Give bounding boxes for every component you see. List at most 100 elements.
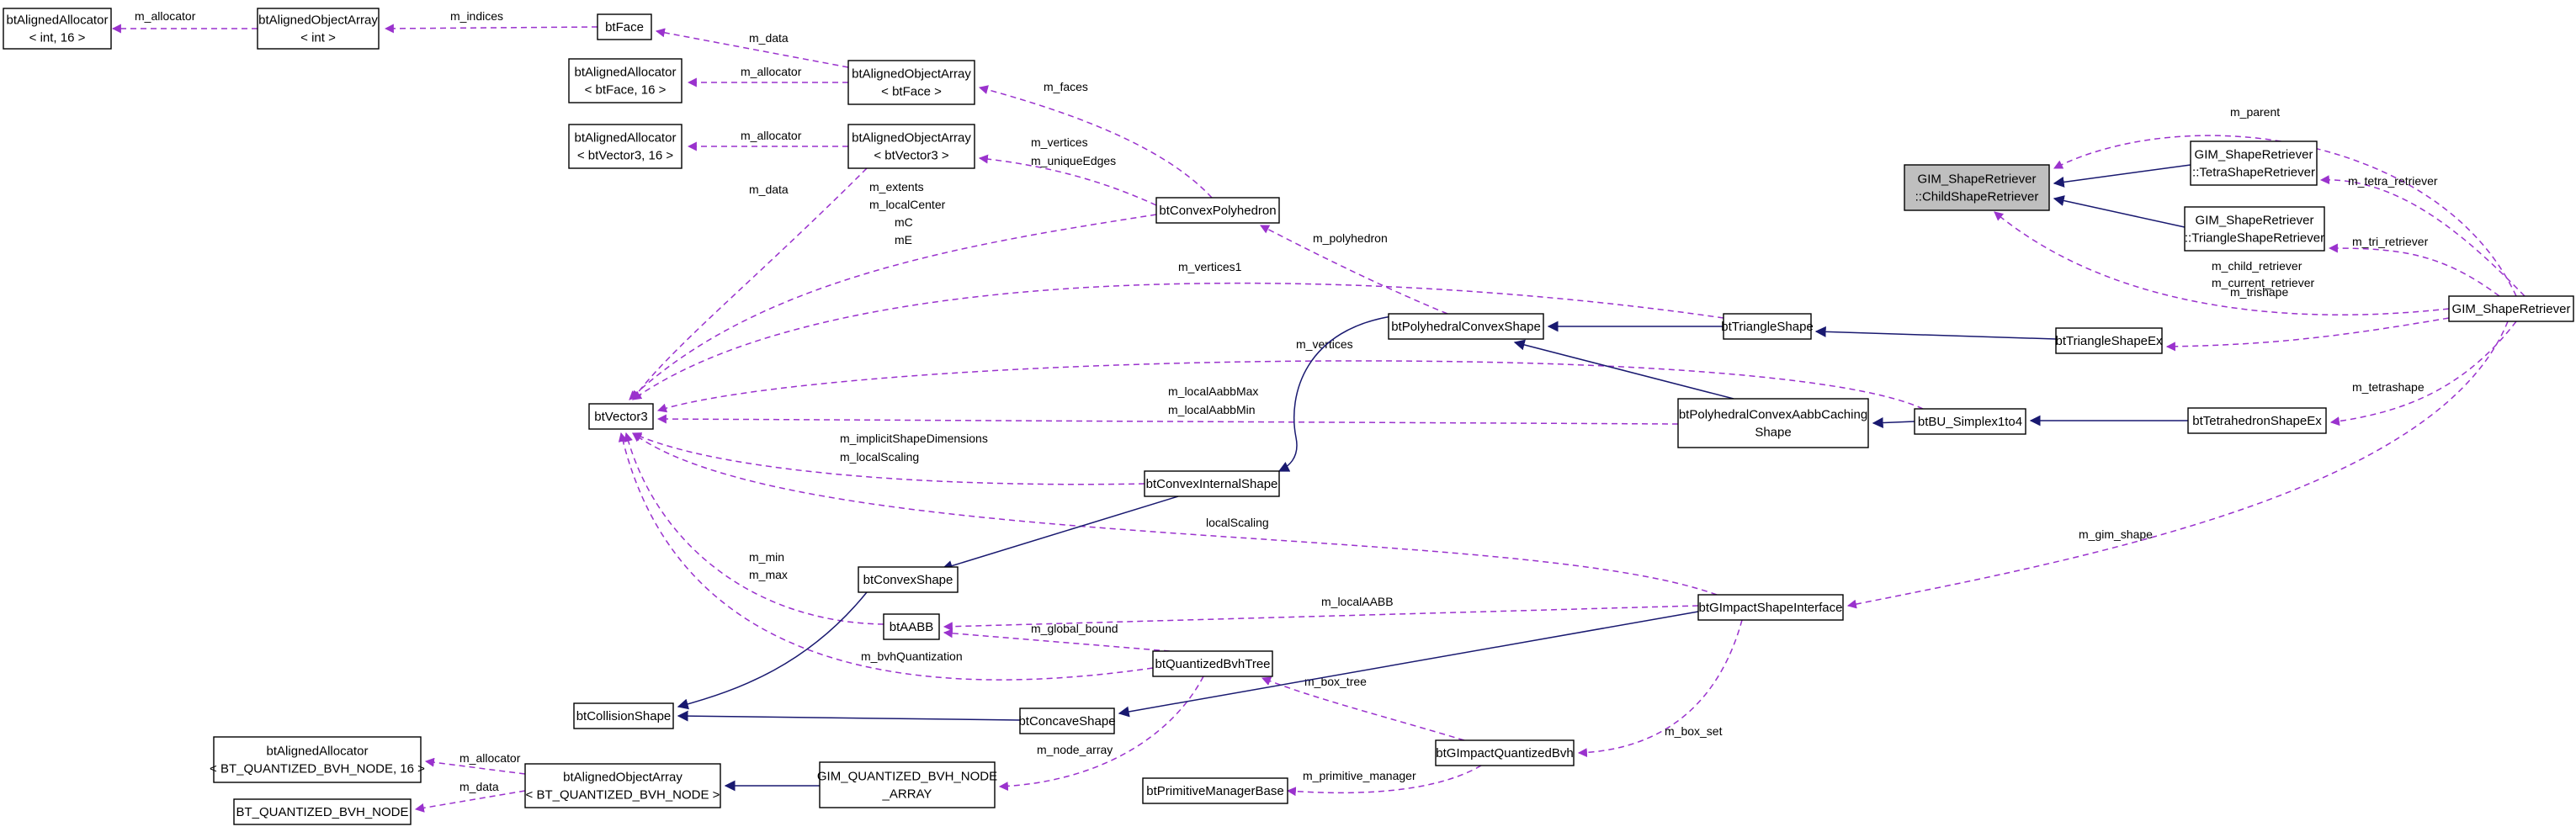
class-name: < BT_QUANTIZED_BVH_NODE, 16 > [210,762,425,776]
edge-label: m_data [459,780,499,793]
class-name: btConvexInternalShape [1146,477,1278,491]
class-node-arr_int[interactable]: btAlignedObjectArray< int > [257,8,380,50]
edge-label: m_primitive_manager [1303,769,1416,782]
class-node-convexshape[interactable]: btConvexShape [858,566,959,593]
inheritance-edge-i_aabbcache_pcs [1513,339,1734,400]
class-box [568,124,683,169]
edge-label: m_polyhedron [1313,231,1388,245]
class-name: BT_QUANTIZED_BVH_NODE [236,805,408,819]
class-box [2448,295,2574,322]
class-node-vector3[interactable]: btVector3 [588,403,654,430]
class-node-gim_tetra[interactable]: GIM_ShapeRetriever::TetraShapeRetriever [2190,140,2318,186]
class-node-polyconvex[interactable]: btPolyhedralConvexShape [1388,313,1544,340]
inheritance-edge-i_tetra_child [2053,164,2191,188]
edge-label: m_localAABB [1321,595,1394,608]
class-name: btGImpactShapeInterface [1699,601,1843,615]
class-name: GIM_ShapeRetriever [2195,148,2313,162]
class-node-alloc_face[interactable]: btAlignedAllocator < btFace, 16 > [568,58,683,103]
class-node-arr_vec[interactable]: btAlignedObjectArray< btVector3 > [847,124,975,169]
class-node-arr_face[interactable]: btAlignedObjectArray< btFace > [847,60,975,105]
edge-line [1260,225,1448,315]
class-box [568,58,683,103]
class-name: GIM_ShapeRetriever [1918,172,2037,187]
class-node-convexinternal[interactable]: btConvexInternalShape [1144,470,1280,497]
class-node-alloc_int[interactable]: btAlignedAllocator< int, 16 > [3,8,112,50]
class-name: btQuantizedBvhTree [1155,657,1270,671]
class-node-aabb[interactable]: btAABB [883,613,940,640]
class-node-collision[interactable]: btCollisionShape [573,702,674,729]
class-name: ::TriangleShapeRetriever [2185,231,2324,246]
class-node-bu_simplex[interactable]: btBU_Simplex1to4 [1914,408,2026,435]
edge-line [1513,339,1734,400]
class-name: btAlignedAllocator [267,745,369,759]
edge-label: m_tri_retriever [2352,235,2429,248]
edge-line [629,214,1157,400]
usage-edge-e_gimpact_gqbvh: m_box_set [1577,619,1743,758]
usage-edge-e_arrvec_vec3: m_data [632,167,868,400]
class-name: btAlignedAllocator [575,66,677,80]
class-name: < BT_QUANTIZED_BVH_NODE > [526,788,720,803]
edge-label: m_faces [1044,80,1088,93]
edge-line [632,282,1724,400]
usage-edge-e_simplex_vec3: m_vertices [656,337,1924,413]
class-box [524,763,721,808]
edge-label: m_localCenter [869,198,946,211]
class-node-tetraex[interactable]: btTetrahedronShapeEx [2187,407,2327,434]
class-box [883,613,940,640]
inheritance-edge-i_pcs_cis [1277,315,1398,472]
edge-line [1872,417,1915,429]
class-name: GIM_ShapeRetriever [2452,302,2571,316]
edge-label: m_global_bound [1031,622,1118,635]
edge-line [2319,175,2526,297]
inheritance-edge-i_tri_child [2053,195,2186,228]
usage-edge-e_pcs_cp: m_polyhedron [1260,225,1448,315]
edge-line [656,360,1924,413]
class-node-gim_child[interactable]: GIM_ShapeRetriever::ChildShapeRetriever [1904,164,2050,211]
edge-line [677,710,1021,722]
class-node-gim_tri[interactable]: GIM_ShapeRetriever::TriangleShapeRetriev… [2184,206,2325,252]
class-box [1144,470,1280,497]
class-node-qbvh_node[interactable]: BT_QUANTIZED_BVH_NODE [233,798,412,825]
edge-label: m_min [749,550,784,564]
edge-line [1277,315,1398,472]
edge-line [1261,676,1465,741]
class-node-gim_qbvh_arr[interactable]: GIM_QUANTIZED_BVH_NODE_ARRAY [817,761,997,808]
class-node-gimpactiface[interactable]: btGImpactShapeInterface [1697,594,1844,621]
edge-label: m_data [749,183,789,196]
edge-line [978,85,1213,199]
usage-edge-e_gs_tri: m_tri_retriever [2328,235,2500,297]
class-name: btFace [605,20,644,34]
class-name: < btVector3 > [874,149,948,163]
class-node-qbvhtree[interactable]: btQuantizedBvhTree [1152,650,1273,677]
class-name: btAABB [890,620,934,634]
inheritance-edge-i_convex_collision [677,591,868,710]
class-name: < btFace, 16 > [585,83,667,98]
class-node-alloc_vec[interactable]: btAlignedAllocator< btVector3, 16 > [568,124,683,169]
class-name: btPrimitiveManagerBase [1146,784,1283,798]
class-node-triex[interactable]: btTriangleShapeEx [2055,327,2163,354]
class-name: btVector3 [594,410,647,424]
class-box [858,566,959,593]
edge-line [1994,211,2450,315]
edge-label: m_data [749,31,789,45]
usage-edge-e_gs_tetraex: m_tetrashape [2329,321,2517,427]
edge-label: m_trishape [2230,285,2288,299]
class-node-gimpactqbvh[interactable]: btGImpactQuantizedBvh [1435,739,1575,766]
class-box [597,13,652,40]
usage-edge-e_arrface_allocface: m_allocator [687,65,848,87]
class-node-primmgr[interactable]: btPrimitiveManagerBase [1142,777,1288,804]
class-node-convexpoly[interactable]: btConvexPolyhedron [1155,197,1280,224]
class-node-concave[interactable]: btConcaveShape [1018,707,1116,734]
class-node-gim_shape[interactable]: GIM_ShapeRetriever [2448,295,2574,322]
class-name: btGImpactQuantizedBvh [1436,746,1573,760]
class-node-alloc_qbvh[interactable]: btAlignedAllocator < BT_QUANTIZED_BVH_NOD… [210,736,425,783]
edge-label: m_tetra_retriever [2348,174,2438,188]
class-node-triangle[interactable]: btTriangleShape [1721,313,1814,340]
edge-line [978,154,1157,206]
class-node-arr_qbvh[interactable]: btAlignedObjectArray< BT_QUANTIZED_BVH_N… [524,763,721,808]
class-name: < int, 16 > [29,31,86,45]
class-node-btface[interactable]: btFace [597,13,652,40]
usage-edge-e_gs_gimpact: m_gim_shape [1846,321,2509,609]
